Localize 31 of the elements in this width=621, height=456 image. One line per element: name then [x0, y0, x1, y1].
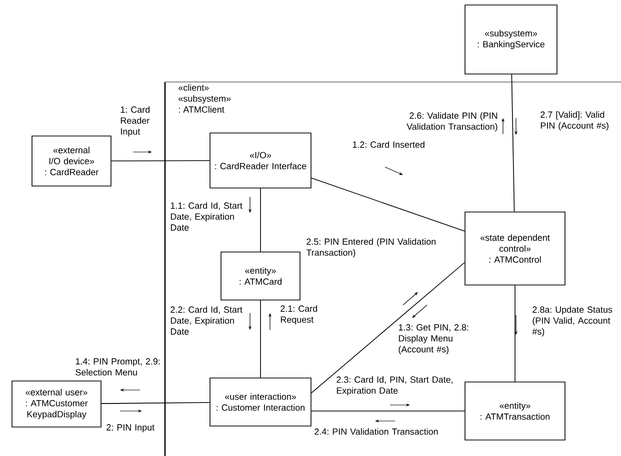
message-label: 1.1: Card Id, Start Date, Expiration Date	[170, 202, 242, 231]
message-label: 2.3: Card Id, PIN, Start Date, Expiration Date	[336, 376, 452, 396]
message-label: 2.6: Validate PIN (PIN Validation Transaction)	[406, 112, 498, 132]
message-label: 2.5: PIN Entered (PIN Validation Transaction)	[306, 238, 436, 258]
object-box: «entity» : ATMCard	[220, 252, 300, 300]
connector-line	[111, 160, 210, 162]
message-label: 2.1: Card Request	[280, 305, 317, 324]
object-box: «external I/O device» : CardReader	[32, 136, 112, 186]
object-box: «user interaction» : Customer Interaction	[210, 378, 312, 426]
connector-line	[511, 74, 515, 212]
connector-line	[311, 410, 465, 412]
message-label: 1.3: Get PIN, 2.8: Display Menu (Account #s)	[398, 324, 468, 354]
connector-line	[260, 300, 261, 378]
connector-line	[514, 285, 516, 382]
object-box: «subsystem» : BankingService	[464, 4, 558, 74]
connector-line	[311, 178, 465, 232]
message-label: 2.8a: Update Status (PIN Valid, Account #s)	[532, 306, 612, 336]
object-box: «I/O» : CardReader Interface	[210, 132, 312, 188]
connector-line	[101, 402, 210, 404]
object-box: «entity» : ATMTransaction	[464, 382, 566, 440]
message-label: 1.2: Card Inserted	[352, 141, 424, 148]
message-label: 2.2: Card Id, Start Date, Expiration Date	[170, 306, 242, 335]
connector-line	[311, 262, 465, 394]
message-label: 2.4: PIN Validation Transaction	[314, 428, 438, 435]
message-label: 2.7 [Valid]: Valid PIN (Account #s)	[540, 111, 608, 130]
connector-line	[260, 188, 261, 252]
object-box: «state dependent control» : ATMControl	[464, 212, 566, 286]
message-label: 2: PIN Input	[106, 424, 154, 432]
object-box: «external user» : ATMCustomer KeypadDisplay	[12, 380, 102, 428]
message-label: 1.4: PIN Prompt, 2.9: Selection Menu	[76, 358, 160, 376]
message-label: 1: Card Reader Input	[120, 106, 150, 136]
